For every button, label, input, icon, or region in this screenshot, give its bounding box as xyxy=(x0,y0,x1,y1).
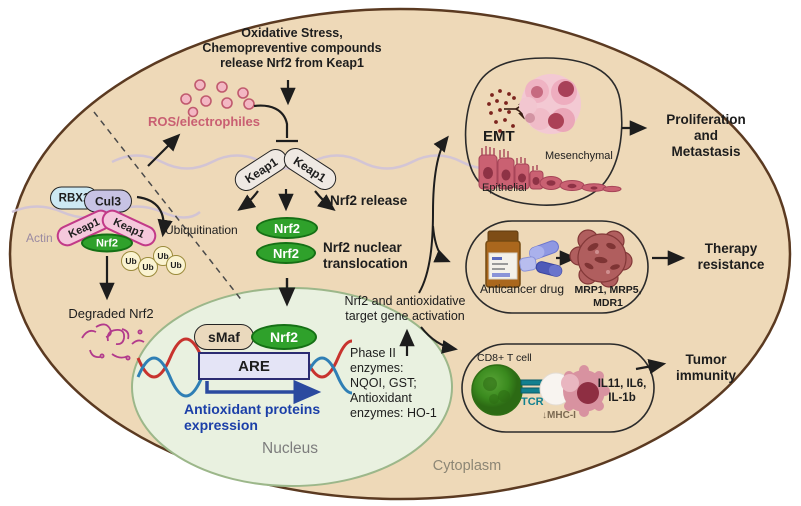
nucleus-label: Nucleus xyxy=(262,440,318,457)
nrf2-label: Nrf2 xyxy=(273,220,300,236)
cd8-tcell-label: CD8+ T cell xyxy=(477,352,532,364)
ros-label: ROS/electrophiles xyxy=(148,114,260,129)
ubiquitin-4: Ub xyxy=(166,255,186,275)
outcome-branch-arrows xyxy=(418,135,458,354)
tumor-immunity-arrow xyxy=(635,359,667,375)
ub-label: Ub xyxy=(157,251,169,261)
nrf2-cytoplasm-2: Nrf2 xyxy=(256,242,316,264)
tumor-immunity-label: Tumor immunity xyxy=(675,352,737,384)
are-label: ARE xyxy=(238,357,270,375)
anticancer-drug-icon xyxy=(485,230,563,288)
ubiquitin-2: Ub xyxy=(138,257,158,277)
smaf-label: sMaf xyxy=(208,329,240,345)
mesenchymal-label: Mesenchymal xyxy=(545,150,613,162)
stress-header: Oxidative Stress, Chemopreventive compou… xyxy=(202,26,382,70)
emt-signal-dots xyxy=(487,89,516,133)
immunity-bubble xyxy=(461,343,655,433)
nrf2-label: Nrf2 xyxy=(272,245,299,261)
proliferation-label: Proliferation and Metastasis xyxy=(666,112,746,160)
ub-label: Ub xyxy=(170,260,182,270)
are-element: ARE xyxy=(198,352,310,380)
actin-label: Actin xyxy=(26,231,53,245)
ubiquitination-label: Ubiquitination xyxy=(165,223,238,237)
ub-label: Ub xyxy=(125,256,137,266)
degraded-nrf2-label: Degraded Nrf2 xyxy=(68,306,154,321)
cd8-tcell-icon xyxy=(471,364,523,416)
gene-activation-label: Nrf2 and antioxidative target gene activ… xyxy=(344,294,466,323)
rbx1-label: RBX1 xyxy=(58,192,90,204)
ros-inhibition-line xyxy=(253,104,298,143)
nrf2-bound: Nrf2 xyxy=(81,233,133,253)
dna-helix xyxy=(136,337,353,398)
nrf2-release-label: Nrf2 release xyxy=(330,193,408,208)
emt-bubble xyxy=(464,57,623,206)
dashed-divider-line xyxy=(93,111,244,303)
ros-dots xyxy=(180,79,255,118)
phase2-enzymes-label: Phase II enzymes: NQOI, GST; Antioxidant… xyxy=(350,346,437,420)
emt-epithelial-illustration xyxy=(478,146,622,193)
anticancer-drug-label: Anticancer drug xyxy=(479,282,565,296)
nrf2-nuclear: Nrf2 xyxy=(251,324,317,350)
nrf2-label: Nrf2 xyxy=(269,329,298,345)
smaf-protein: sMaf xyxy=(194,324,254,350)
ros-induction-arrow xyxy=(147,133,181,167)
nrf2-release-arrows xyxy=(237,189,336,212)
mhc-label: ↓MHC-I xyxy=(542,410,576,421)
nrf2-translocation-label: Nrf2 nuclear translocation xyxy=(323,240,408,272)
nrf2-label: Nrf2 xyxy=(95,237,118,249)
epithelial-label: Epithelial xyxy=(482,182,527,194)
nrf2-cytoplasm-1: Nrf2 xyxy=(256,217,318,239)
cul3-label: Cul3 xyxy=(94,194,121,208)
resistant-tumor-mass xyxy=(569,229,633,288)
ub-label: Ub xyxy=(142,262,154,272)
emt-label: EMT xyxy=(483,128,515,145)
emt-tumor-cluster xyxy=(519,74,581,134)
cytoplasm-label: Cytoplasm xyxy=(432,458,502,474)
therapy-resistance-label: Therapy resistance xyxy=(697,241,765,273)
tcr-label: TCR xyxy=(521,396,544,408)
tumor-cell-icon xyxy=(539,365,610,417)
degraded-nrf2-fragments xyxy=(81,323,145,361)
ubiquitination-arrow xyxy=(136,195,173,238)
interleukins-label: IL11, IL6, IL-1b xyxy=(597,378,647,404)
antioxidant-expression-label: Antioxidant proteins expression xyxy=(184,401,321,434)
transcription-arrow xyxy=(205,379,322,405)
transporters-label: MRP1, MRP5, MDR1 xyxy=(574,284,642,309)
therapy-bubble xyxy=(465,220,649,314)
